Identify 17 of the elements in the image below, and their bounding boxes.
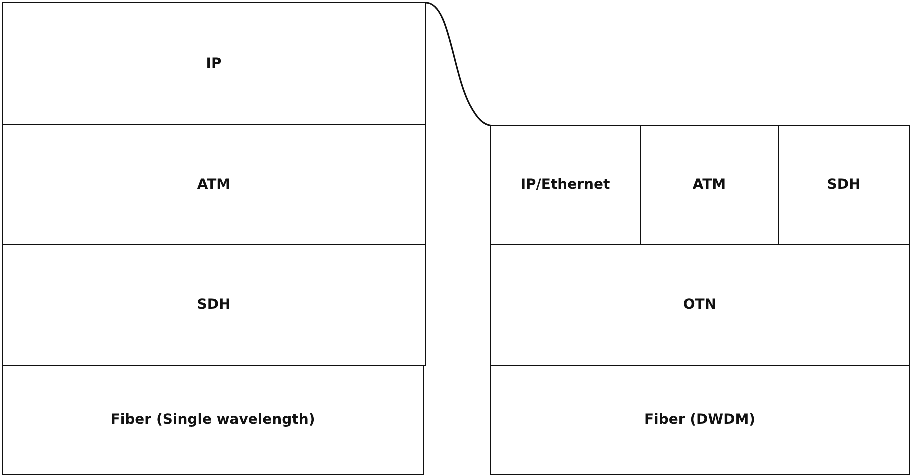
layer-box <box>778 125 910 245</box>
layer-box <box>2 124 426 245</box>
layer-label: Fiber (DWDM) <box>644 412 756 428</box>
layer-label: SDH <box>197 297 231 313</box>
layer-label: IP/Ethernet <box>520 177 610 193</box>
layer-label: ATM <box>197 176 231 192</box>
layer-label: ATM <box>692 177 726 193</box>
layer-box <box>490 125 641 245</box>
layer-box <box>2 2 426 125</box>
layer-label: IP <box>206 56 222 72</box>
layer-label: OTN <box>683 297 717 313</box>
layer-box <box>490 244 910 366</box>
layer-box <box>2 244 426 366</box>
layer-label: SDH <box>827 177 861 193</box>
layer-box <box>490 365 910 475</box>
layer-label: Fiber (Single wavelength) <box>110 412 316 428</box>
layer-box <box>2 365 424 475</box>
